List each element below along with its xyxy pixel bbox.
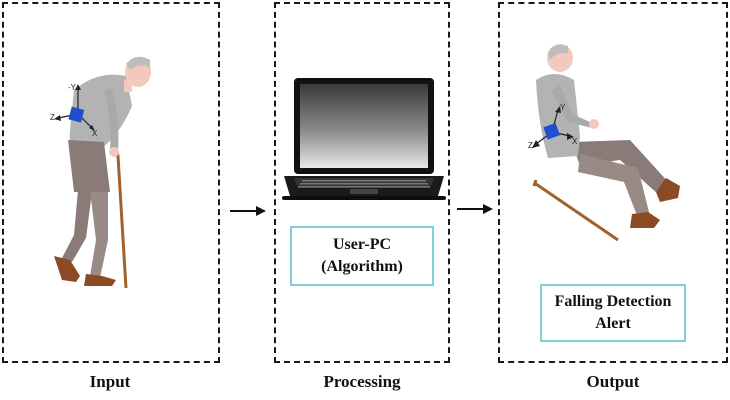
processing-caption: Processing (323, 372, 401, 391)
axis-z-label: Z (50, 113, 55, 122)
algorithm-label: (Algorithm) (321, 258, 403, 275)
output-caption: Output (586, 372, 640, 391)
axis-x-label-output: X (572, 137, 578, 146)
laptop-icon (282, 78, 446, 200)
user-pc-label: User-PC (332, 236, 392, 254)
elderly-walking-with-cane-figure (54, 56, 151, 289)
user-pc-algorithm-box: User-PC (Algorithm) (290, 226, 434, 286)
wearable-sensor-icon: -Y Z X (50, 83, 98, 138)
falling-person-figure (532, 44, 680, 242)
input-caption: Input (89, 372, 131, 391)
axis-y-label: -Y (68, 83, 77, 92)
processing-panel (274, 2, 450, 363)
wearable-sensor-icon-output: Y Z X (528, 103, 578, 150)
falling-detection-label: Falling Detection (554, 293, 672, 311)
arrow-processing-to-output (457, 204, 493, 214)
axis-y-label-output: Y (560, 103, 566, 112)
falling-detection-alert-box: Falling Detection Alert (540, 284, 686, 342)
output-panel (498, 2, 728, 363)
alert-label: Alert (595, 315, 631, 332)
axis-z-label-output: Z (528, 141, 533, 150)
arrow-input-to-processing (230, 206, 266, 216)
axis-x-label: X (92, 129, 98, 138)
input-panel (2, 2, 220, 363)
